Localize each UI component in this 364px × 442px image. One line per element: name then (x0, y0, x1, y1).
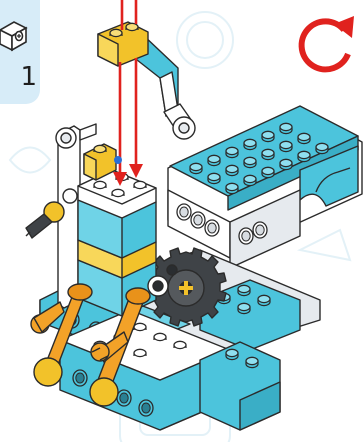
instruction-step: 1 (0, 0, 364, 442)
model-illustration (0, 0, 364, 442)
